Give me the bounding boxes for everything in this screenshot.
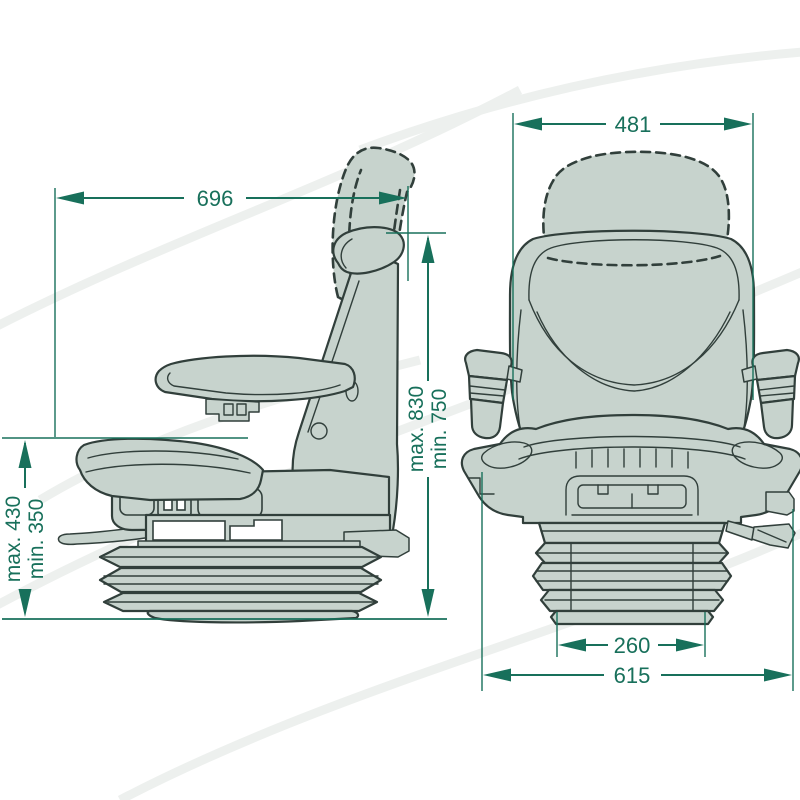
dimension-headrest-width-label: 481 [615, 112, 652, 137]
front-seat-frame [460, 413, 800, 525]
dimension-depth-696: 696 [54, 186, 409, 437]
dimension-total-height-min-label: min. 750 [428, 389, 451, 470]
dimension-total-height-830-750: max. 830 min. 750 [386, 232, 451, 617]
side-bellows [98, 545, 383, 624]
front-right-tab [765, 491, 795, 516]
dimension-depth-label: 696 [197, 186, 234, 211]
dimension-seat-height-430-350: max. 430 min. 350 [2, 437, 248, 617]
front-armrest-right [741, 348, 800, 440]
dimension-overall-width-label: 615 [614, 663, 651, 688]
dimension-seat-height-max-label: max. 430 [2, 496, 25, 582]
dimension-headrest-width-481: 481 [512, 112, 754, 400]
dimension-total-height-max-label: max. 830 [405, 386, 428, 472]
front-armrest-left [464, 348, 523, 440]
dimensions: 696 481 max. 830 min. 750 [2, 112, 794, 691]
side-seat-cushion [75, 437, 265, 502]
front-release-lever [725, 520, 796, 549]
seat-side-view [57, 146, 416, 624]
seat-front-view [460, 150, 800, 626]
dimension-seat-height-min-label: min. 350 [25, 499, 48, 580]
dimension-base-width-label: 260 [614, 633, 651, 658]
dimension-base-width-260: 260 [556, 612, 706, 658]
front-bellows [531, 521, 733, 626]
dimension-overall-width-615: 615 [481, 472, 794, 691]
